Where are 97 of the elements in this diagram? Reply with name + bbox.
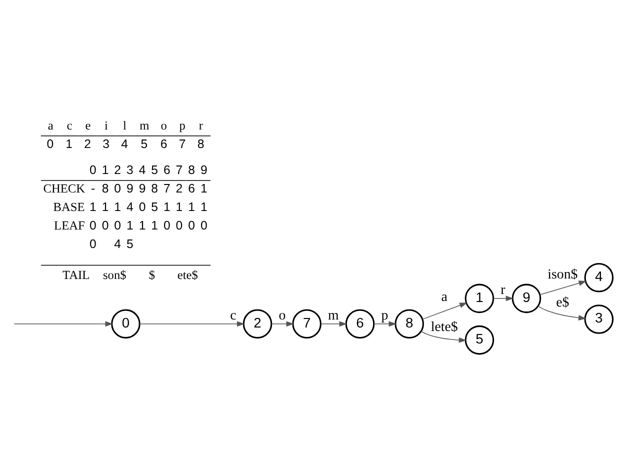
label: 9 [138, 182, 146, 196]
label: 2 [84, 137, 91, 151]
label: - [91, 182, 96, 196]
label: son$ [103, 268, 126, 282]
arrow [139, 321, 245, 327]
label: 5 [151, 200, 158, 214]
label: CHECK [43, 182, 86, 196]
label: 9 [126, 182, 134, 196]
node-circle: 9 [512, 284, 542, 314]
label: 0 [114, 182, 122, 196]
label: 7 [163, 182, 170, 196]
label: 1 [200, 182, 208, 196]
arrow [320, 321, 347, 327]
edge-label: ison$ [548, 268, 578, 283]
edge-label: a [441, 290, 448, 306]
label: 4 [126, 200, 134, 214]
label: 1 [151, 218, 158, 233]
label: 0 [200, 218, 208, 233]
label: 1 [176, 200, 183, 214]
label: 3 [102, 137, 110, 151]
label: 1 [200, 200, 208, 214]
node-circle: 0 [111, 309, 140, 338]
arrow [493, 296, 514, 302]
label: 5 [151, 163, 158, 178]
label: 1 [188, 200, 196, 214]
label: 9 [200, 163, 208, 178]
label: l [123, 118, 126, 133]
label: 5 [140, 137, 148, 151]
label: 0 [90, 163, 96, 178]
arrow [538, 306, 586, 320]
label: BASE [53, 200, 85, 214]
label: 6 [188, 182, 196, 196]
label: 0 [188, 218, 196, 233]
arrow [540, 280, 586, 296]
label: 1 [66, 137, 72, 151]
label: 0 [46, 137, 54, 151]
label: a [48, 118, 54, 133]
label: ete$ [177, 268, 198, 282]
label: 1 [90, 200, 96, 214]
edge-label: e$ [556, 295, 570, 310]
label: e [85, 118, 91, 133]
arrow [422, 302, 468, 320]
label: 4 [114, 237, 122, 252]
arrow [271, 321, 294, 327]
label: p [179, 118, 186, 133]
label: 5 [126, 237, 134, 252]
label: m [140, 118, 150, 133]
label: 0 [176, 218, 183, 233]
label: 4 [121, 137, 128, 151]
arrow [420, 330, 467, 343]
label: 2 [176, 182, 183, 196]
node-circle: 3 [584, 304, 614, 334]
label: 7 [178, 137, 186, 151]
label: 1 [102, 200, 109, 214]
label: 0 [163, 218, 170, 233]
label: TAIL [62, 268, 90, 282]
label: 7 [176, 163, 183, 178]
label: 0 [102, 218, 109, 233]
label: 8 [197, 137, 204, 151]
edge-label: o [278, 308, 286, 324]
label: 4 [138, 163, 146, 178]
label: o [160, 118, 167, 133]
label: 0 [90, 218, 96, 233]
node-circle: 4 [584, 262, 614, 292]
label: 1 [138, 218, 146, 233]
node-circle: 7 [292, 309, 322, 338]
node-circle: 8 [394, 309, 424, 338]
label: 1 [102, 163, 109, 178]
node-circle: 1 [464, 284, 494, 314]
edge-label: c [230, 308, 236, 324]
label: 8 [188, 163, 196, 178]
label: 2 [114, 163, 122, 178]
node-circle: 6 [345, 309, 375, 338]
label: 6 [160, 137, 168, 151]
edge-label: m [328, 308, 339, 324]
label: 8 [151, 182, 158, 196]
edge-label: r [500, 283, 506, 298]
label: 3 [126, 163, 134, 178]
label: 0 [114, 218, 122, 233]
label: r [198, 118, 204, 133]
label: 8 [102, 182, 109, 196]
arrow [374, 321, 396, 327]
label: 1 [114, 200, 122, 214]
label: LEAF [54, 218, 85, 233]
edge-label: p [381, 308, 388, 324]
label: 0 [138, 200, 146, 214]
label: 6 [163, 163, 170, 178]
arrow [14, 321, 113, 327]
node-circle: 5 [464, 325, 494, 355]
label: 1 [163, 200, 170, 214]
node-circle: 2 [242, 309, 272, 338]
label: 1 [126, 218, 134, 233]
edge-label: lete$ [430, 320, 458, 336]
label: c [66, 118, 72, 133]
label: 0 [90, 237, 96, 252]
label: i [104, 118, 108, 133]
label: $ [148, 268, 156, 282]
